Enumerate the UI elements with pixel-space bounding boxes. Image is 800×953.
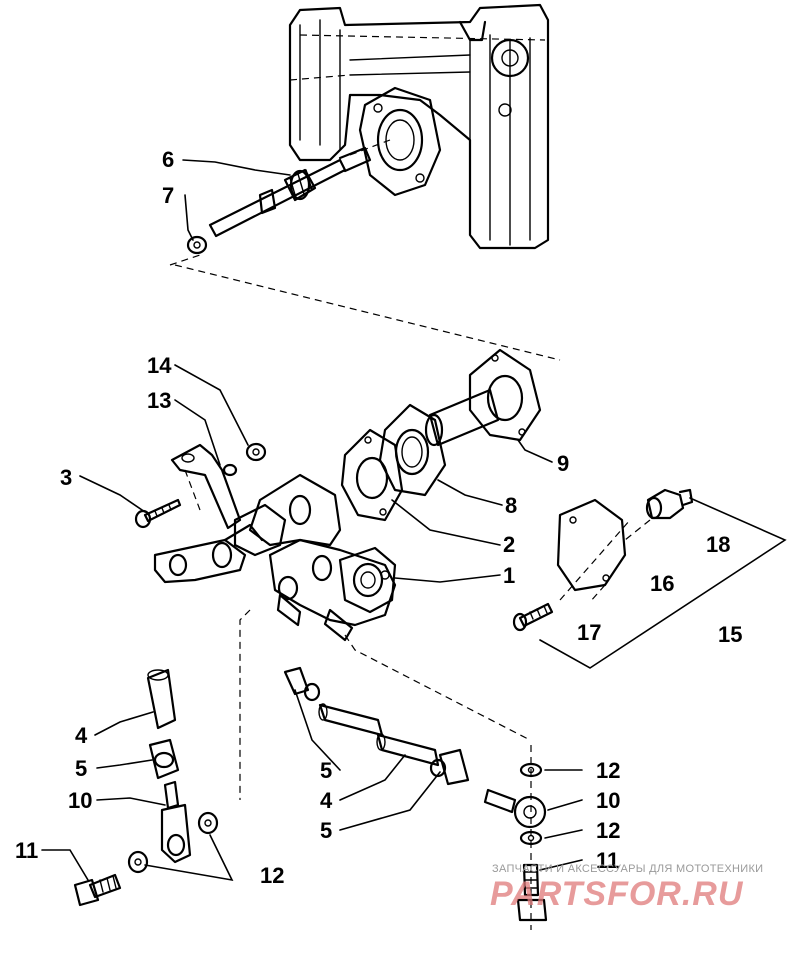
middle-linkage (283, 666, 470, 786)
callout-11-left: 11 (15, 838, 38, 863)
callout-9: 9 (557, 451, 569, 476)
callout-4-left: 4 (75, 723, 88, 748)
callout-numbers: 6 7 14 13 3 9 8 2 1 18 16 17 15 4 5 10 1… (15, 147, 742, 888)
callout-16: 16 (650, 571, 674, 596)
pump-assembly (153, 443, 397, 642)
callout-4-middle: 4 (320, 788, 333, 813)
callout-13: 13 (147, 388, 171, 413)
callout-17: 17 (577, 620, 601, 645)
leader-lines (41, 159, 583, 882)
cover-guide-lines (559, 519, 651, 603)
watermark-logo: PARTSFOR.RU (490, 875, 744, 913)
callout-5-left: 5 (75, 756, 87, 781)
gasket-8 (378, 403, 447, 497)
callout-5-middle-bottom: 5 (320, 818, 332, 843)
washer-7 (186, 235, 208, 255)
screw-3 (134, 498, 182, 529)
watermark-caption: ЗАПЧАСТИ И АКСЕССУАРЫ ДЛЯ МОТОТЕХНИКИ (492, 863, 763, 875)
plug-18 (645, 488, 694, 520)
bracket-15 (539, 497, 787, 669)
callout-8: 8 (505, 493, 517, 518)
washer-14 (245, 442, 267, 462)
flange-pipe (424, 388, 500, 447)
callout-5-middle-top: 5 (320, 758, 332, 783)
callout-11-right: 11 (596, 848, 619, 873)
right-linkage (483, 745, 548, 930)
callout-2: 2 (503, 532, 515, 557)
callout-14: 14 (147, 353, 172, 378)
gasket-9 (468, 348, 542, 442)
callout-10-left: 10 (68, 788, 92, 813)
callout-3: 3 (60, 465, 72, 490)
callout-18: 18 (706, 532, 730, 557)
screw-17 (512, 602, 554, 632)
cover-plate-16 (556, 498, 627, 592)
callout-15: 15 (718, 622, 742, 647)
watermark: ЗАПЧАСТИ И АКСЕССУАРЫ ДЛЯ МОТОТЕХНИКИ PA… (490, 863, 763, 913)
callout-12-right-bottom: 12 (596, 818, 620, 843)
callout-1: 1 (503, 563, 515, 588)
callout-12-left: 12 (260, 863, 284, 888)
alignment-line-top (169, 139, 561, 361)
callout-10-right: 10 (596, 788, 620, 813)
left-linkage (73, 668, 219, 907)
engine-block (288, 3, 550, 250)
gasket-2 (340, 428, 404, 522)
callout-6: 6 (162, 147, 174, 172)
pump-guide-lines (184, 469, 531, 800)
callout-12-right-top: 12 (596, 758, 620, 783)
callout-7: 7 (162, 183, 174, 208)
drive-shaft (208, 146, 372, 238)
